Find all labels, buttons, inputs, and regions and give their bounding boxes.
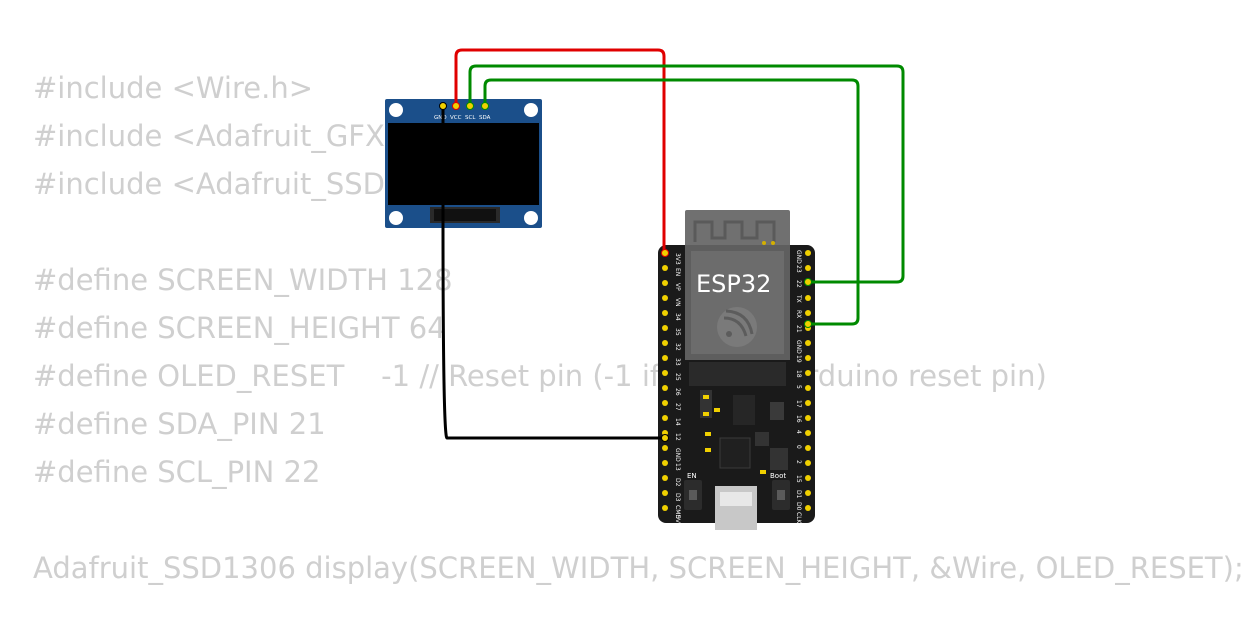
pin-label: VP bbox=[674, 283, 681, 291]
wire-scl[interactable] bbox=[468, 64, 905, 284]
code-line: #include <Wire.h> bbox=[33, 71, 314, 105]
pin-label: 21 bbox=[795, 325, 802, 333]
code-line: #define SCREEN_HEIGHT 64 bbox=[33, 311, 446, 345]
boot-button-cap bbox=[777, 490, 785, 500]
pin-label: 23 bbox=[795, 265, 802, 273]
pin-label: 34 bbox=[674, 313, 681, 321]
wire-endpoints bbox=[439, 102, 812, 442]
pin-label: VN bbox=[674, 298, 681, 307]
pin-label: 32 bbox=[674, 343, 681, 351]
usb-uart-chip bbox=[719, 437, 751, 469]
pin-label: 16 bbox=[795, 415, 802, 423]
pin-label: GND bbox=[795, 250, 802, 264]
pin-label: D2 bbox=[674, 478, 681, 487]
pin-label: 22 bbox=[795, 280, 802, 288]
oled-screen bbox=[388, 123, 539, 205]
pin-label: 26 bbox=[674, 388, 681, 396]
smd-yellow-caps bbox=[703, 395, 766, 474]
pin-label: 18 bbox=[795, 370, 802, 378]
wiring-diagram: GND VCC SCL SDA ESP32 bbox=[385, 48, 905, 530]
pin-label: 15 bbox=[795, 475, 802, 483]
pin-label: 5 bbox=[795, 385, 802, 389]
oled-ribbon-inner bbox=[434, 209, 496, 221]
module-pads bbox=[689, 362, 786, 386]
pin-label: EN bbox=[674, 268, 681, 276]
pin-label: 3V3 bbox=[674, 253, 681, 265]
smd-component bbox=[770, 402, 784, 420]
code-line: #define SDA_PIN 21 bbox=[33, 407, 326, 441]
en-button-cap bbox=[689, 490, 697, 500]
boot-label: Boot bbox=[770, 472, 786, 480]
oled-pin-label: VCC bbox=[450, 115, 462, 121]
pin-label: 13 bbox=[674, 463, 681, 471]
pin-label: TX bbox=[795, 294, 802, 303]
pin-label: 19 bbox=[795, 355, 802, 363]
wire-gnd[interactable] bbox=[441, 106, 665, 440]
espressif-logo-icon bbox=[717, 307, 757, 347]
pin-label: GND bbox=[674, 448, 681, 462]
voltage-regulator bbox=[733, 395, 755, 425]
wire-sda[interactable] bbox=[483, 78, 860, 326]
pin-label: 5V bbox=[674, 515, 681, 524]
wire-vcc[interactable] bbox=[454, 48, 666, 253]
pin-label: CLK bbox=[795, 512, 802, 525]
smd-component bbox=[770, 448, 788, 470]
pin-label: D0 bbox=[795, 502, 802, 511]
pin-label: 14 bbox=[674, 418, 681, 426]
pin-label: 27 bbox=[674, 403, 681, 411]
mount-hole bbox=[389, 211, 403, 225]
pin-label: 25 bbox=[674, 373, 681, 381]
antenna-feed bbox=[762, 241, 766, 245]
pin-label: 4 bbox=[795, 430, 802, 434]
esp32-label: ESP32 bbox=[696, 270, 771, 298]
antenna-feed bbox=[771, 241, 775, 245]
oled-pin-label: GND bbox=[434, 115, 447, 121]
pin-label: RX bbox=[795, 310, 802, 318]
pin-label: 17 bbox=[795, 400, 802, 408]
mount-hole bbox=[524, 103, 538, 117]
pin-label: 2 bbox=[795, 460, 802, 464]
pin-label: GND bbox=[795, 340, 802, 354]
pin-label: 35 bbox=[674, 328, 681, 336]
pin-label: 12 bbox=[674, 433, 681, 441]
en-label: EN bbox=[687, 472, 697, 480]
oled-pin-label: SDA bbox=[479, 115, 491, 121]
left-pin-labels: 3V3 EN VP VN 34 35 32 33 25 26 27 14 12 … bbox=[674, 253, 681, 524]
pin-label: D3 bbox=[674, 493, 681, 502]
code-line: Adafruit_SSD1306 display(SCREEN_WIDTH, S… bbox=[33, 551, 1244, 585]
mount-hole bbox=[389, 103, 403, 117]
antenna-trace bbox=[693, 220, 776, 242]
esp32-board[interactable]: ESP32 EN Boot bbox=[658, 210, 815, 530]
pin-label: 0 bbox=[795, 445, 802, 449]
pin-label: CMD bbox=[674, 505, 681, 519]
mount-hole bbox=[524, 211, 538, 225]
pin-label: D1 bbox=[795, 490, 802, 499]
smd-component bbox=[755, 432, 769, 446]
oled-module[interactable]: GND VCC SCL SDA bbox=[385, 99, 542, 228]
micro-usb-opening bbox=[720, 492, 752, 506]
right-pin-labels: GND 23 22 TX RX 21 GND 19 18 5 17 16 4 0… bbox=[795, 250, 802, 525]
oled-pin-label: SCL bbox=[465, 115, 476, 121]
pin-label: 33 bbox=[674, 358, 681, 366]
code-line: #define SCL_PIN 22 bbox=[33, 455, 321, 489]
